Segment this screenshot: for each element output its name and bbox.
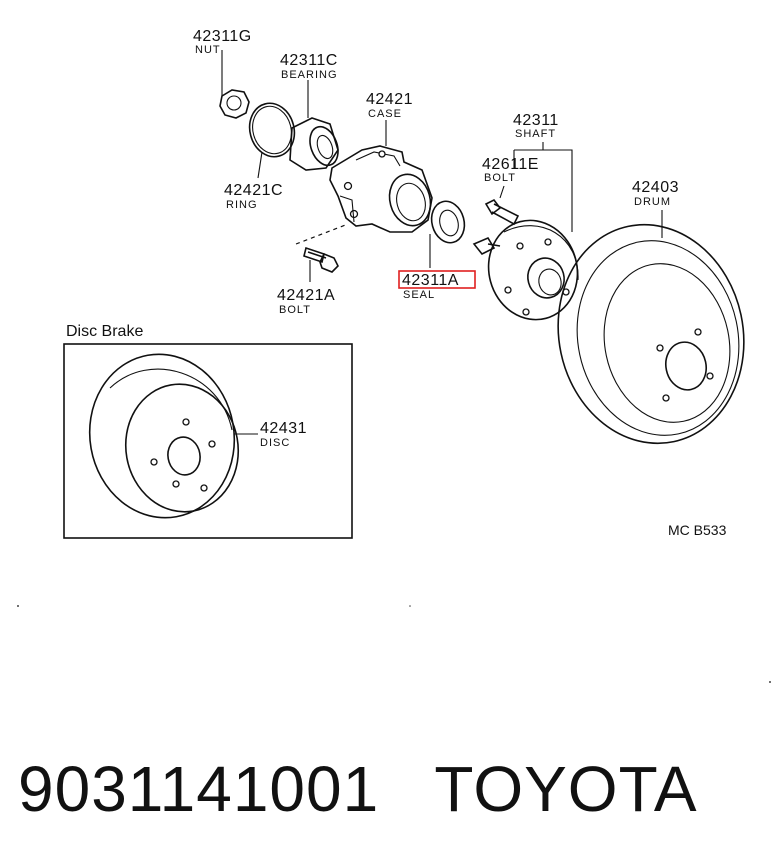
disc-brake-inset [63, 343, 353, 539]
shaft-bolt-name-label: BOLT [484, 172, 516, 184]
drum-number-label: 42403 [632, 179, 679, 196]
seal-part [429, 200, 466, 268]
case-bolt-number-label: 42421A [277, 287, 335, 304]
case-bolt-name-label: BOLT [279, 304, 311, 316]
nut-number-label: 42311G [193, 28, 252, 45]
disc-name-label: DISC [260, 437, 290, 449]
shaft-number-label: 42311 [513, 112, 559, 129]
case-bolt-part [303, 246, 339, 282]
shaft-bolt-number-label: 42611E [482, 156, 539, 173]
shaft-part [472, 142, 579, 321]
seal-name-label: SEAL [403, 289, 435, 301]
case-number-label: 42421 [366, 91, 413, 108]
bearing-number-label: 42311C [280, 52, 338, 69]
inset-title: Disc Brake [66, 323, 143, 340]
drum-part [557, 210, 745, 445]
nut-name-label: NUT [195, 44, 221, 56]
drum-name-label: DRUM [634, 196, 671, 208]
seal-number-label: 42311A [402, 272, 459, 289]
bearing-part [289, 80, 339, 171]
case-name-label: CASE [368, 108, 402, 120]
shaft-bolt-part [484, 185, 520, 226]
case-part [295, 120, 433, 245]
ring-part [248, 102, 296, 179]
ring-name-label: RING [226, 199, 258, 211]
ring-number-label: 42421C [224, 182, 283, 199]
nut-part [219, 50, 250, 119]
diagram-code: MC B533 [668, 522, 727, 538]
part-number: 9031141001 [18, 753, 380, 825]
seal-highlight-box [398, 270, 476, 289]
shaft-name-label: SHAFT [515, 128, 556, 140]
part-number-footer: 9031141001 TOYOTA [18, 752, 698, 826]
disc-number-label: 42431 [260, 420, 307, 437]
brand-name: TOYOTA [434, 753, 698, 825]
bearing-name-label: BEARING [281, 69, 338, 81]
